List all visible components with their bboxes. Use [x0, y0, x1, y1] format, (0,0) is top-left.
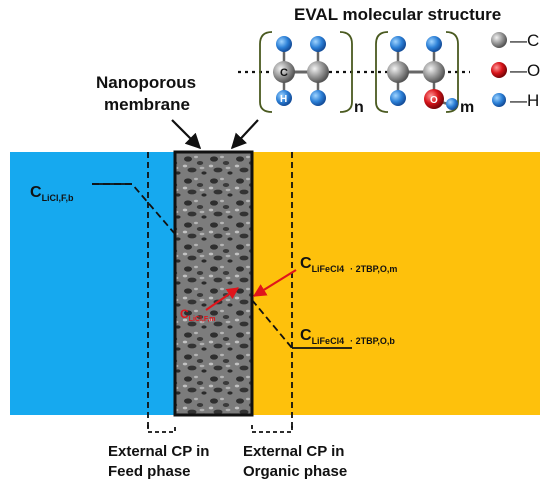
carbon-atom-icon — [423, 61, 445, 83]
nanoporous-membrane — [173, 150, 254, 417]
carbon-atom-labeled-icon — [273, 61, 295, 83]
legend-hydrogen-label: —H — [510, 91, 539, 110]
feed-cp-label-line2: Feed phase — [108, 463, 191, 480]
carbon-atom-label: C — [280, 67, 288, 79]
carbon-atom-icon — [307, 61, 329, 83]
membrane-arrow-right — [230, 119, 259, 150]
hydrogen-atom-icon — [390, 36, 406, 52]
organic-cp-label-line2: Organic phase — [243, 463, 347, 480]
carbon-atom-icon — [387, 61, 409, 83]
feed-cp-label-line1: External CP in — [108, 443, 209, 460]
repeat-bracket-n-left — [259, 31, 273, 113]
hydrogen-atom-icon — [446, 98, 458, 110]
legend-carbon-icon — [491, 32, 507, 48]
repeat-bracket-m-right — [445, 31, 459, 113]
conc-organic-bulk-label: CLiFeCl4· 2TBP,O,b — [300, 327, 395, 346]
oxygen-atom-labeled-icon — [424, 89, 444, 109]
membrane-label-line1: Nanoporous — [96, 73, 196, 92]
legend-hydrogen-icon — [492, 93, 506, 107]
legend-oxygen-label: —O — [510, 61, 540, 80]
eval-structure-title: EVAL molecular structure — [294, 5, 501, 24]
conc-organic-membrane-label: CLiFeCl4· 2TBP,O,m — [300, 255, 397, 274]
hydrogen-atom-labeled-icon — [276, 90, 292, 106]
hydrogen-atom-icon — [426, 36, 442, 52]
organic-cp-bracket — [251, 425, 293, 433]
conc-feed-membrane-label: CLiCl,F,m — [180, 307, 216, 323]
membrane-label-line2: membrane — [104, 95, 190, 114]
conc-feed-bulk-label: CLiCl,F,b — [30, 184, 74, 203]
hydrogen-atom-label: H — [280, 94, 287, 105]
oxygen-atom-label: O — [430, 95, 438, 106]
hydrogen-atom-icon — [390, 90, 406, 106]
membrane-arrow-left — [171, 119, 202, 150]
feed-cp-bracket — [147, 425, 176, 433]
membrane-internal-arrow — [205, 287, 239, 311]
subscript-n: n — [354, 99, 364, 116]
legend-oxygen-icon — [491, 62, 507, 78]
repeat-bracket-n-right — [339, 31, 353, 113]
interface-arrow — [252, 269, 297, 297]
hydrogen-atom-icon — [276, 36, 292, 52]
hydrogen-atom-icon — [310, 36, 326, 52]
organic-phase-region — [252, 152, 540, 415]
repeat-bracket-m-left — [375, 31, 389, 113]
legend-carbon-label: —C — [510, 31, 539, 50]
hydrogen-atom-icon — [310, 90, 326, 106]
subscript-m: m — [460, 99, 474, 116]
organic-cp-label-line1: External CP in — [243, 443, 344, 460]
